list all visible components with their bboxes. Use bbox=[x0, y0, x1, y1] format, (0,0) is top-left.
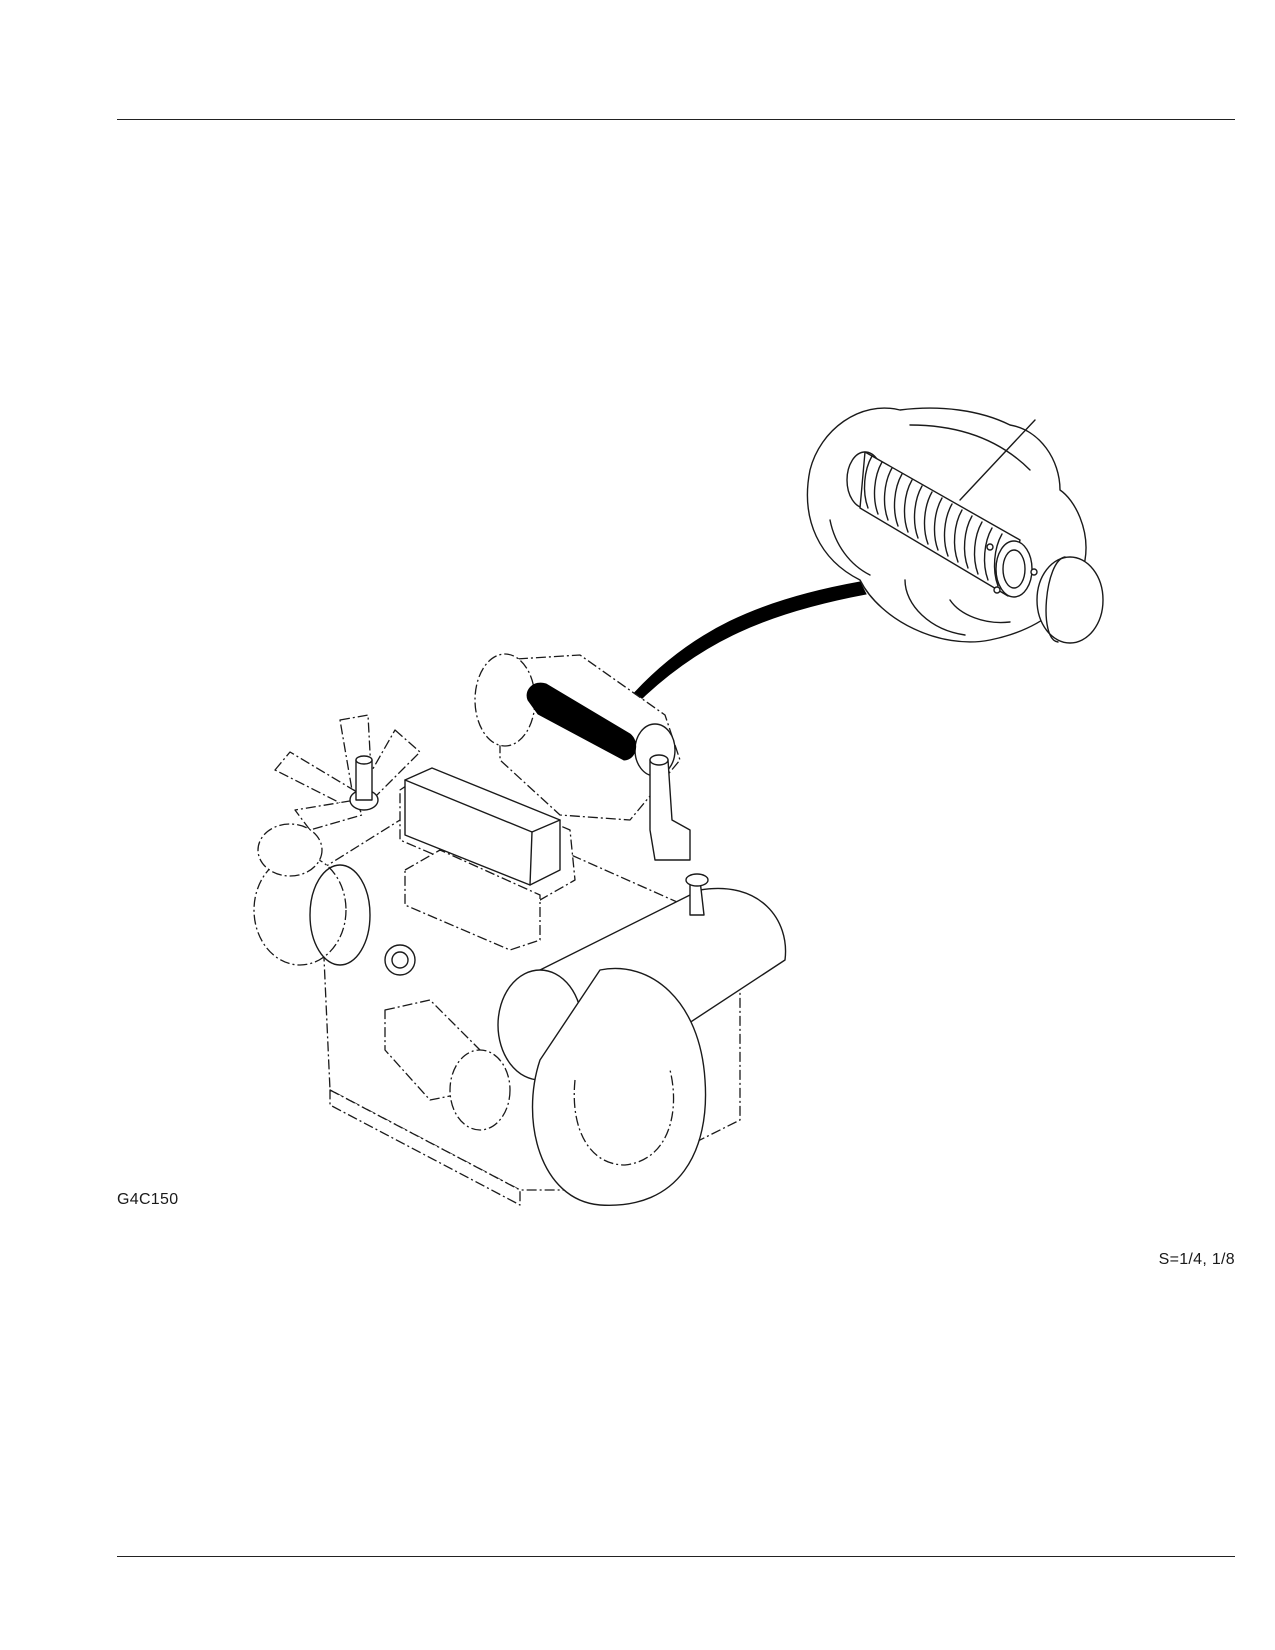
engine-assembly bbox=[253, 653, 787, 1206]
figure-code: G4C150 bbox=[117, 1191, 179, 1208]
footer-rule bbox=[117, 1556, 1235, 1557]
filter-ribs bbox=[863, 455, 1003, 587]
air-cleaner-detail bbox=[806, 407, 1104, 644]
fan bbox=[274, 714, 421, 831]
header-rule bbox=[117, 119, 1235, 120]
callout-wedge bbox=[627, 581, 867, 707]
highlighted-element bbox=[526, 682, 637, 761]
scale-note: S=1/4, 1/8 bbox=[1158, 1251, 1235, 1268]
